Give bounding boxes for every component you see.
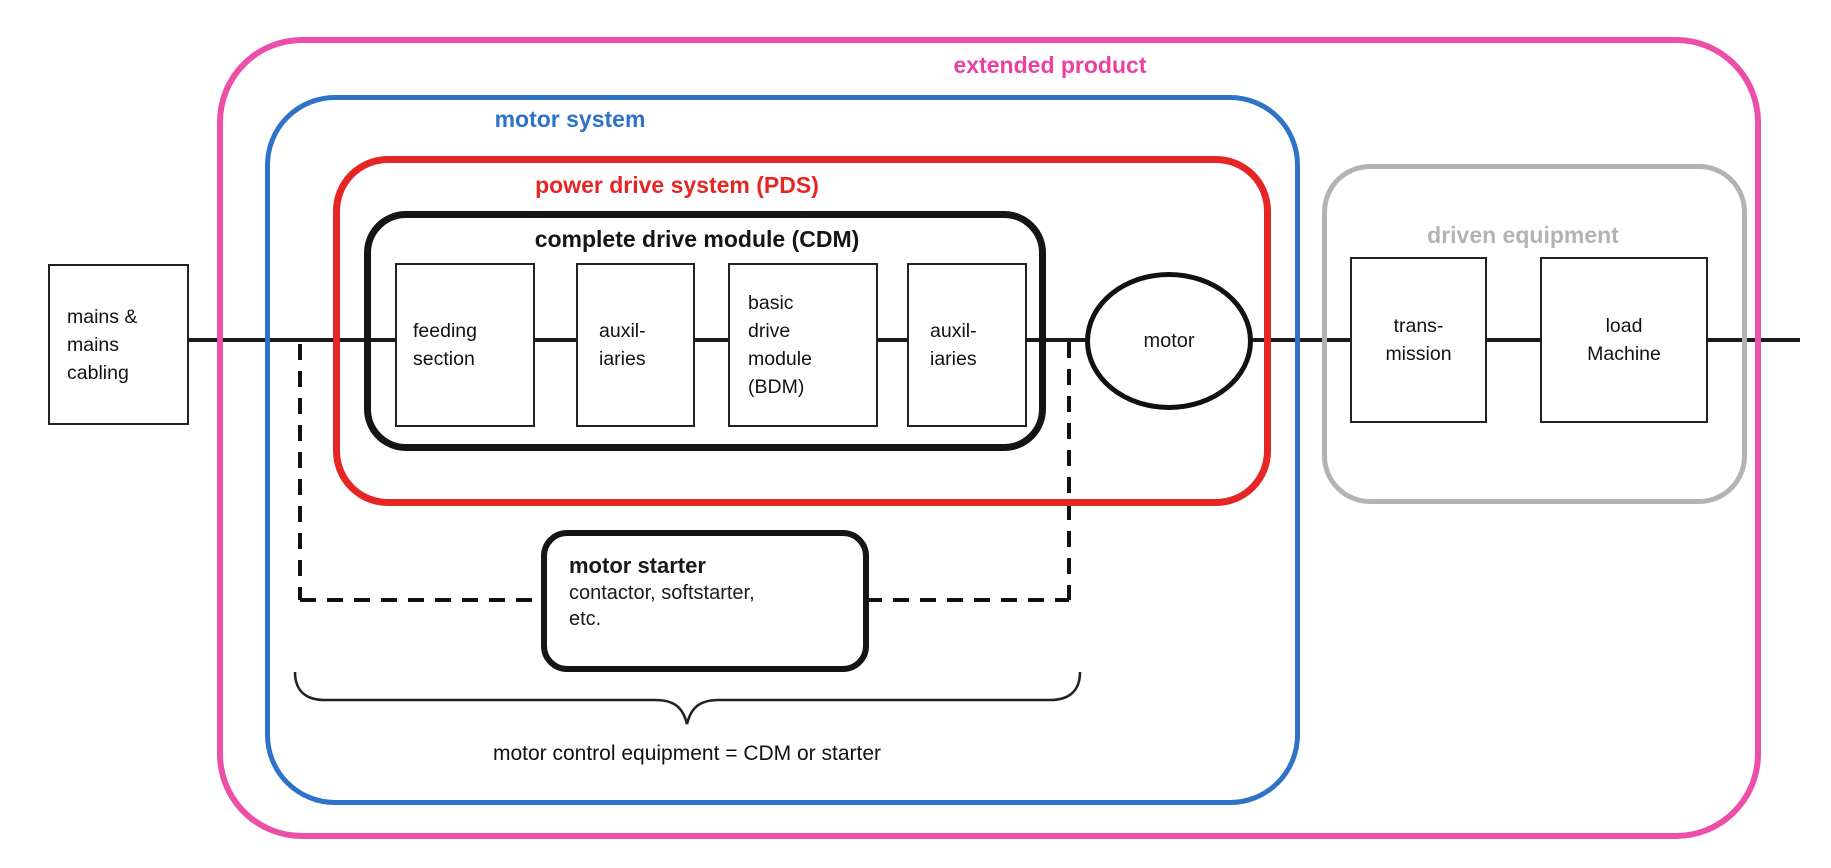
starter-bypass-line-left-horizontal	[300, 598, 544, 602]
pds-title: power drive system (PDS)	[535, 172, 819, 198]
starter-bypass-line-right-horizontal	[866, 598, 1069, 602]
motor-label: motor	[1143, 329, 1195, 352]
driven-equipment-title: driven equipment	[1427, 222, 1619, 248]
mains-line-2: mains	[67, 333, 120, 356]
extended-product-frame	[217, 37, 1761, 839]
motor-node: motor	[1085, 272, 1253, 410]
auxiliaries-box-left: auxil- iaries	[576, 263, 695, 427]
pds-frame	[333, 156, 1271, 506]
auxiliaries-box-right: auxil- iaries	[907, 263, 1027, 427]
mains-line-3: cabling	[67, 361, 129, 384]
cdm-frame	[364, 211, 1046, 451]
cdm-title: complete drive module (CDM)	[534, 226, 860, 252]
bdm-box: basic drive module (BDM)	[728, 263, 878, 427]
motor-starter-sub-1: contactor, softstarter,	[569, 582, 755, 604]
motor-starter-title: motor starter	[569, 553, 706, 578]
motor-starter-box: motor starter contactor, softstarter, et…	[541, 530, 869, 672]
brace	[293, 671, 1082, 725]
brace-label: motor control equipment = CDM or starter	[492, 742, 882, 765]
load-machine-box: load Machine	[1540, 257, 1708, 423]
starter-bypass-line-left-vertical	[298, 344, 302, 600]
mains-cabling-box: mains & mains cabling	[48, 264, 189, 425]
motor-system-title: motor system	[494, 106, 646, 132]
driven-equipment-frame	[1322, 164, 1747, 504]
motor-starter-sub-2: etc.	[569, 608, 602, 630]
starter-bypass-line-right-vertical	[1067, 342, 1071, 600]
extended-product-title: extended product	[953, 52, 1147, 78]
mains-line-1: mains &	[67, 305, 138, 328]
feeding-section-box: feeding section	[395, 263, 535, 427]
transmission-box: trans- mission	[1350, 257, 1487, 423]
motor-system-frame	[265, 95, 1300, 805]
